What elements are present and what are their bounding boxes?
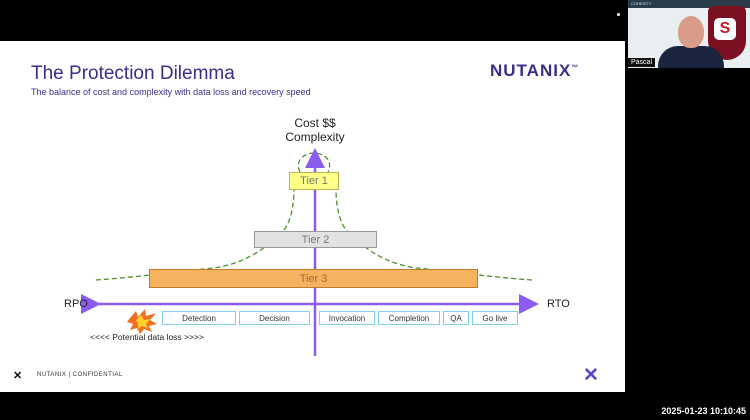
slide-title: The Protection Dilemma [31,63,235,84]
nutanix-x-logo-icon: ✕ [583,365,599,386]
nutanix-x-icon: ✕ [13,370,23,382]
presentation-slide: The Protection Dilemma The balance of co… [0,41,625,392]
person-torso [658,46,724,68]
tier-3-box: Tier 3 [149,269,478,288]
footer-confidential: NUTANIX | CONFIDENTIAL [37,372,123,378]
potential-data-loss-label: <<<< Potential data loss >>>> [90,332,204,342]
tier-1-box: Tier 1 [289,172,339,190]
step-detection: Detection [162,311,236,325]
vertical-axis-label: Cost $$ Complexity [265,116,365,144]
person-head [678,16,704,48]
s-logo-icon: S [714,18,736,40]
indicator-dot [617,13,620,16]
recording-timestamp: 2025-01-23 10:10:45 [661,406,746,416]
webcam-header: COHESITY [628,0,750,8]
rpo-label: RPO [64,298,88,310]
cost-label-line2: Complexity [285,130,345,144]
tier-2-box: Tier 2 [254,231,377,248]
cost-label-line1: Cost $$ [294,116,336,130]
step-completion: Completion [378,311,440,325]
explosion-icon [127,309,157,334]
logo-trademark: ™ [571,64,580,72]
step-go-live: Go live [472,311,518,325]
logo-text: NUTANIX [490,61,572,80]
step-qa: QA [443,311,469,325]
step-decision: Decision [239,311,310,325]
step-invocation: Invocation [319,311,375,325]
rto-label: RTO [547,298,570,310]
webcam-feed: COHESITY S Pascal [628,0,750,68]
slide-subtitle: The balance of cost and complexity with … [31,87,311,97]
nutanix-logo: NUTANIX™ [490,61,579,81]
participant-name: Pascal [628,58,656,67]
